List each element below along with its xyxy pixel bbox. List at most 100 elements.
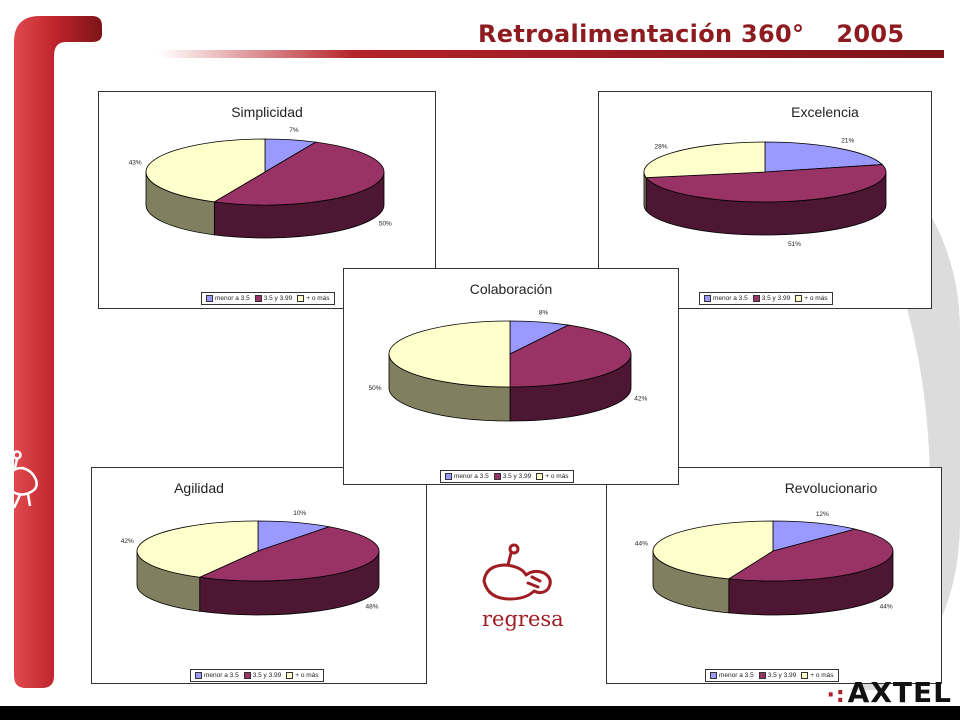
pie-slice-2 [509, 324, 632, 388]
legend-swatch [752, 294, 760, 302]
chart-title: Colaboración [469, 281, 553, 297]
mascot-icon-small [6, 450, 38, 509]
legend-item: menor a 3.5 [704, 294, 748, 303]
legend-swatch [801, 671, 809, 679]
legend-item: menor a 3.5 [206, 294, 250, 303]
legend-label: menor a 3.5 [713, 295, 748, 303]
regresa-label[interactable]: regresa [482, 607, 564, 631]
legend-swatch [795, 294, 803, 302]
legend-swatch [297, 294, 305, 302]
data-label: 51% [788, 241, 801, 248]
legend-label: menor a 3.5 [719, 672, 754, 680]
pie-chart-svg: 8% 42% 50% [368, 309, 647, 422]
legend-swatch [254, 294, 262, 302]
slide-title: Retroalimentación 360° 2005 [478, 20, 904, 48]
pie-slice-2 [645, 164, 887, 203]
pie-chart-svg: 12% 44% 44% [635, 511, 894, 616]
legend-item: menor a 3.5 [445, 472, 489, 481]
chart-legend: menor a 3.5 3.5 y 3.99 + o más [201, 292, 335, 305]
data-label: 50% [379, 220, 392, 227]
data-label: 42% [121, 538, 134, 545]
legend-label: 3.5 y 3.99 [767, 672, 797, 680]
left-red-bar [14, 16, 102, 688]
chart-title: Revolucionario [784, 480, 878, 496]
legend-swatch [710, 671, 717, 679]
pie-chart-svg: 7% 50% 43% [129, 127, 392, 239]
data-label: 12% [816, 511, 829, 518]
chart-legend: menor a 3.5 3.5 y 3.99 + o más [699, 292, 833, 305]
pie-slice-1 [772, 520, 856, 552]
pie-chart-agilidad: 10%48%42% Agilidad menor a 3.5 3.5 y 3.9… [91, 467, 427, 684]
legend-label: menor a 3.5 [454, 473, 489, 481]
legend-swatch [206, 294, 213, 302]
legend-label: 3.5 y 3.99 [263, 295, 293, 303]
chart-legend: menor a 3.5 3.5 y 3.99 + o más [440, 470, 574, 483]
pie-slice-2 [213, 141, 385, 206]
legend-item: 3.5 y 3.99 [254, 294, 293, 303]
legend-swatch [195, 671, 202, 679]
data-label: 50% [368, 385, 381, 392]
legend-item: 3.5 y 3.99 [493, 472, 532, 481]
legend-label: 3.5 y 3.99 [761, 295, 791, 303]
data-label: 42% [634, 396, 647, 403]
legend-label: menor a 3.5 [215, 295, 250, 303]
legend-label: + o más [295, 672, 319, 680]
legend-item: + o más [286, 671, 319, 680]
header-rule [158, 50, 944, 58]
legend-swatch [758, 671, 766, 679]
legend-item: menor a 3.5 [710, 671, 754, 680]
regresa-link[interactable]: regresa [476, 543, 564, 633]
chart-title: Simplicidad [231, 104, 303, 120]
pie-slice-2 [198, 526, 380, 582]
chart-legend: menor a 3.5 3.5 y 3.99 + o más [190, 669, 324, 682]
pie-slice-3 [388, 320, 511, 388]
pie-slice-3 [145, 138, 266, 203]
legend-label: + o más [545, 473, 569, 481]
pie-slice-1 [764, 141, 884, 173]
data-label: 44% [880, 603, 893, 610]
title-text: Retroalimentación 360° [478, 20, 805, 48]
legend-label: 3.5 y 3.99 [252, 672, 282, 680]
brand-name: AXTEL [847, 676, 952, 709]
legend-item: menor a 3.5 [195, 671, 239, 680]
legend-item: + o más [801, 671, 834, 680]
legend-label: + o más [804, 295, 828, 303]
data-label: 43% [129, 160, 142, 167]
legend-label: menor a 3.5 [204, 672, 239, 680]
data-label: 28% [654, 144, 667, 151]
axtel-logo: ·:AXTEL [827, 676, 952, 709]
data-label: 8% [539, 309, 549, 316]
pie-chart-colaboracion: 8% 42% 50% Colaboración menor a 3.5 3.5 y … [343, 268, 679, 485]
data-label: 44% [635, 541, 648, 548]
legend-item: 3.5 y 3.99 [752, 294, 791, 303]
mascot-icon [482, 543, 552, 601]
pie-chart-svg: 21% 51% 28% [643, 137, 887, 248]
chart-legend: menor a 3.5 3.5 y 3.99 + o más [705, 669, 839, 682]
legend-label: + o más [810, 672, 834, 680]
legend-swatch [493, 472, 501, 480]
legend-label: 3.5 y 3.99 [502, 473, 532, 481]
legend-swatch [286, 671, 294, 679]
pie-chart-simplicidad: 7% 50% 43% Simplicidad menor a 3.5 3.5 y 3… [98, 91, 436, 309]
legend-swatch [536, 472, 544, 480]
title-year: 2005 [836, 20, 905, 48]
pie-slice-2 [727, 528, 894, 582]
data-label: 10% [293, 510, 306, 517]
pie-slice-3 [643, 141, 766, 179]
data-label: 48% [365, 603, 378, 610]
pie-slice-1 [257, 520, 331, 552]
legend-label: + o más [306, 295, 330, 303]
legend-swatch [445, 472, 452, 480]
data-label: 7% [289, 127, 299, 134]
chart-title: Excelencia [791, 104, 859, 120]
data-label: 21% [841, 137, 854, 144]
pie-chart-svg: 10% 48% 42% [121, 510, 380, 616]
legend-item: 3.5 y 3.99 [758, 671, 797, 680]
pie-slice-3 [652, 520, 774, 580]
logo-dots-icon: ·: [826, 683, 846, 708]
pie-slice-3 [136, 520, 259, 578]
legend-swatch [243, 671, 251, 679]
pie-chart-revolucionario: 12% 44% 44% Revolucionario menor a 3.5 3.5… [606, 467, 942, 684]
legend-swatch [704, 294, 711, 302]
legend-item: + o más [536, 472, 569, 481]
